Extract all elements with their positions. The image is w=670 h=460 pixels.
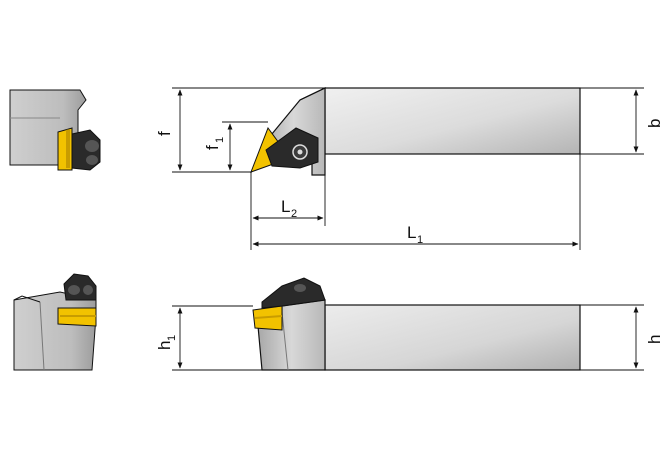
shank-top: [324, 87, 581, 155]
svg-text:f: f: [203, 145, 222, 150]
label-f: f: [155, 131, 174, 136]
svg-text:h: h: [155, 341, 174, 350]
label-L2: L 2: [281, 197, 297, 220]
shank-side: [324, 304, 581, 371]
svg-text:2: 2: [291, 208, 297, 220]
top-view: [250, 87, 581, 176]
svg-text:1: 1: [417, 234, 423, 246]
svg-text:1: 1: [166, 335, 178, 341]
svg-text:L: L: [407, 223, 416, 242]
side-view: [252, 277, 581, 371]
svg-text:L: L: [281, 197, 290, 216]
label-f1: f 1: [203, 137, 226, 150]
svg-text:1: 1: [214, 137, 226, 143]
label-b: b: [645, 119, 664, 128]
clamp-side: [261, 277, 326, 309]
label-h: h: [645, 335, 664, 344]
end-view-top: [9, 89, 101, 171]
end-view-side: [13, 273, 97, 371]
clamp-top: [265, 127, 319, 169]
label-L1: L 1: [407, 223, 423, 246]
dimensions-side: [172, 304, 644, 371]
label-h1: h 1: [155, 335, 178, 350]
dimensions-top: [172, 87, 644, 250]
